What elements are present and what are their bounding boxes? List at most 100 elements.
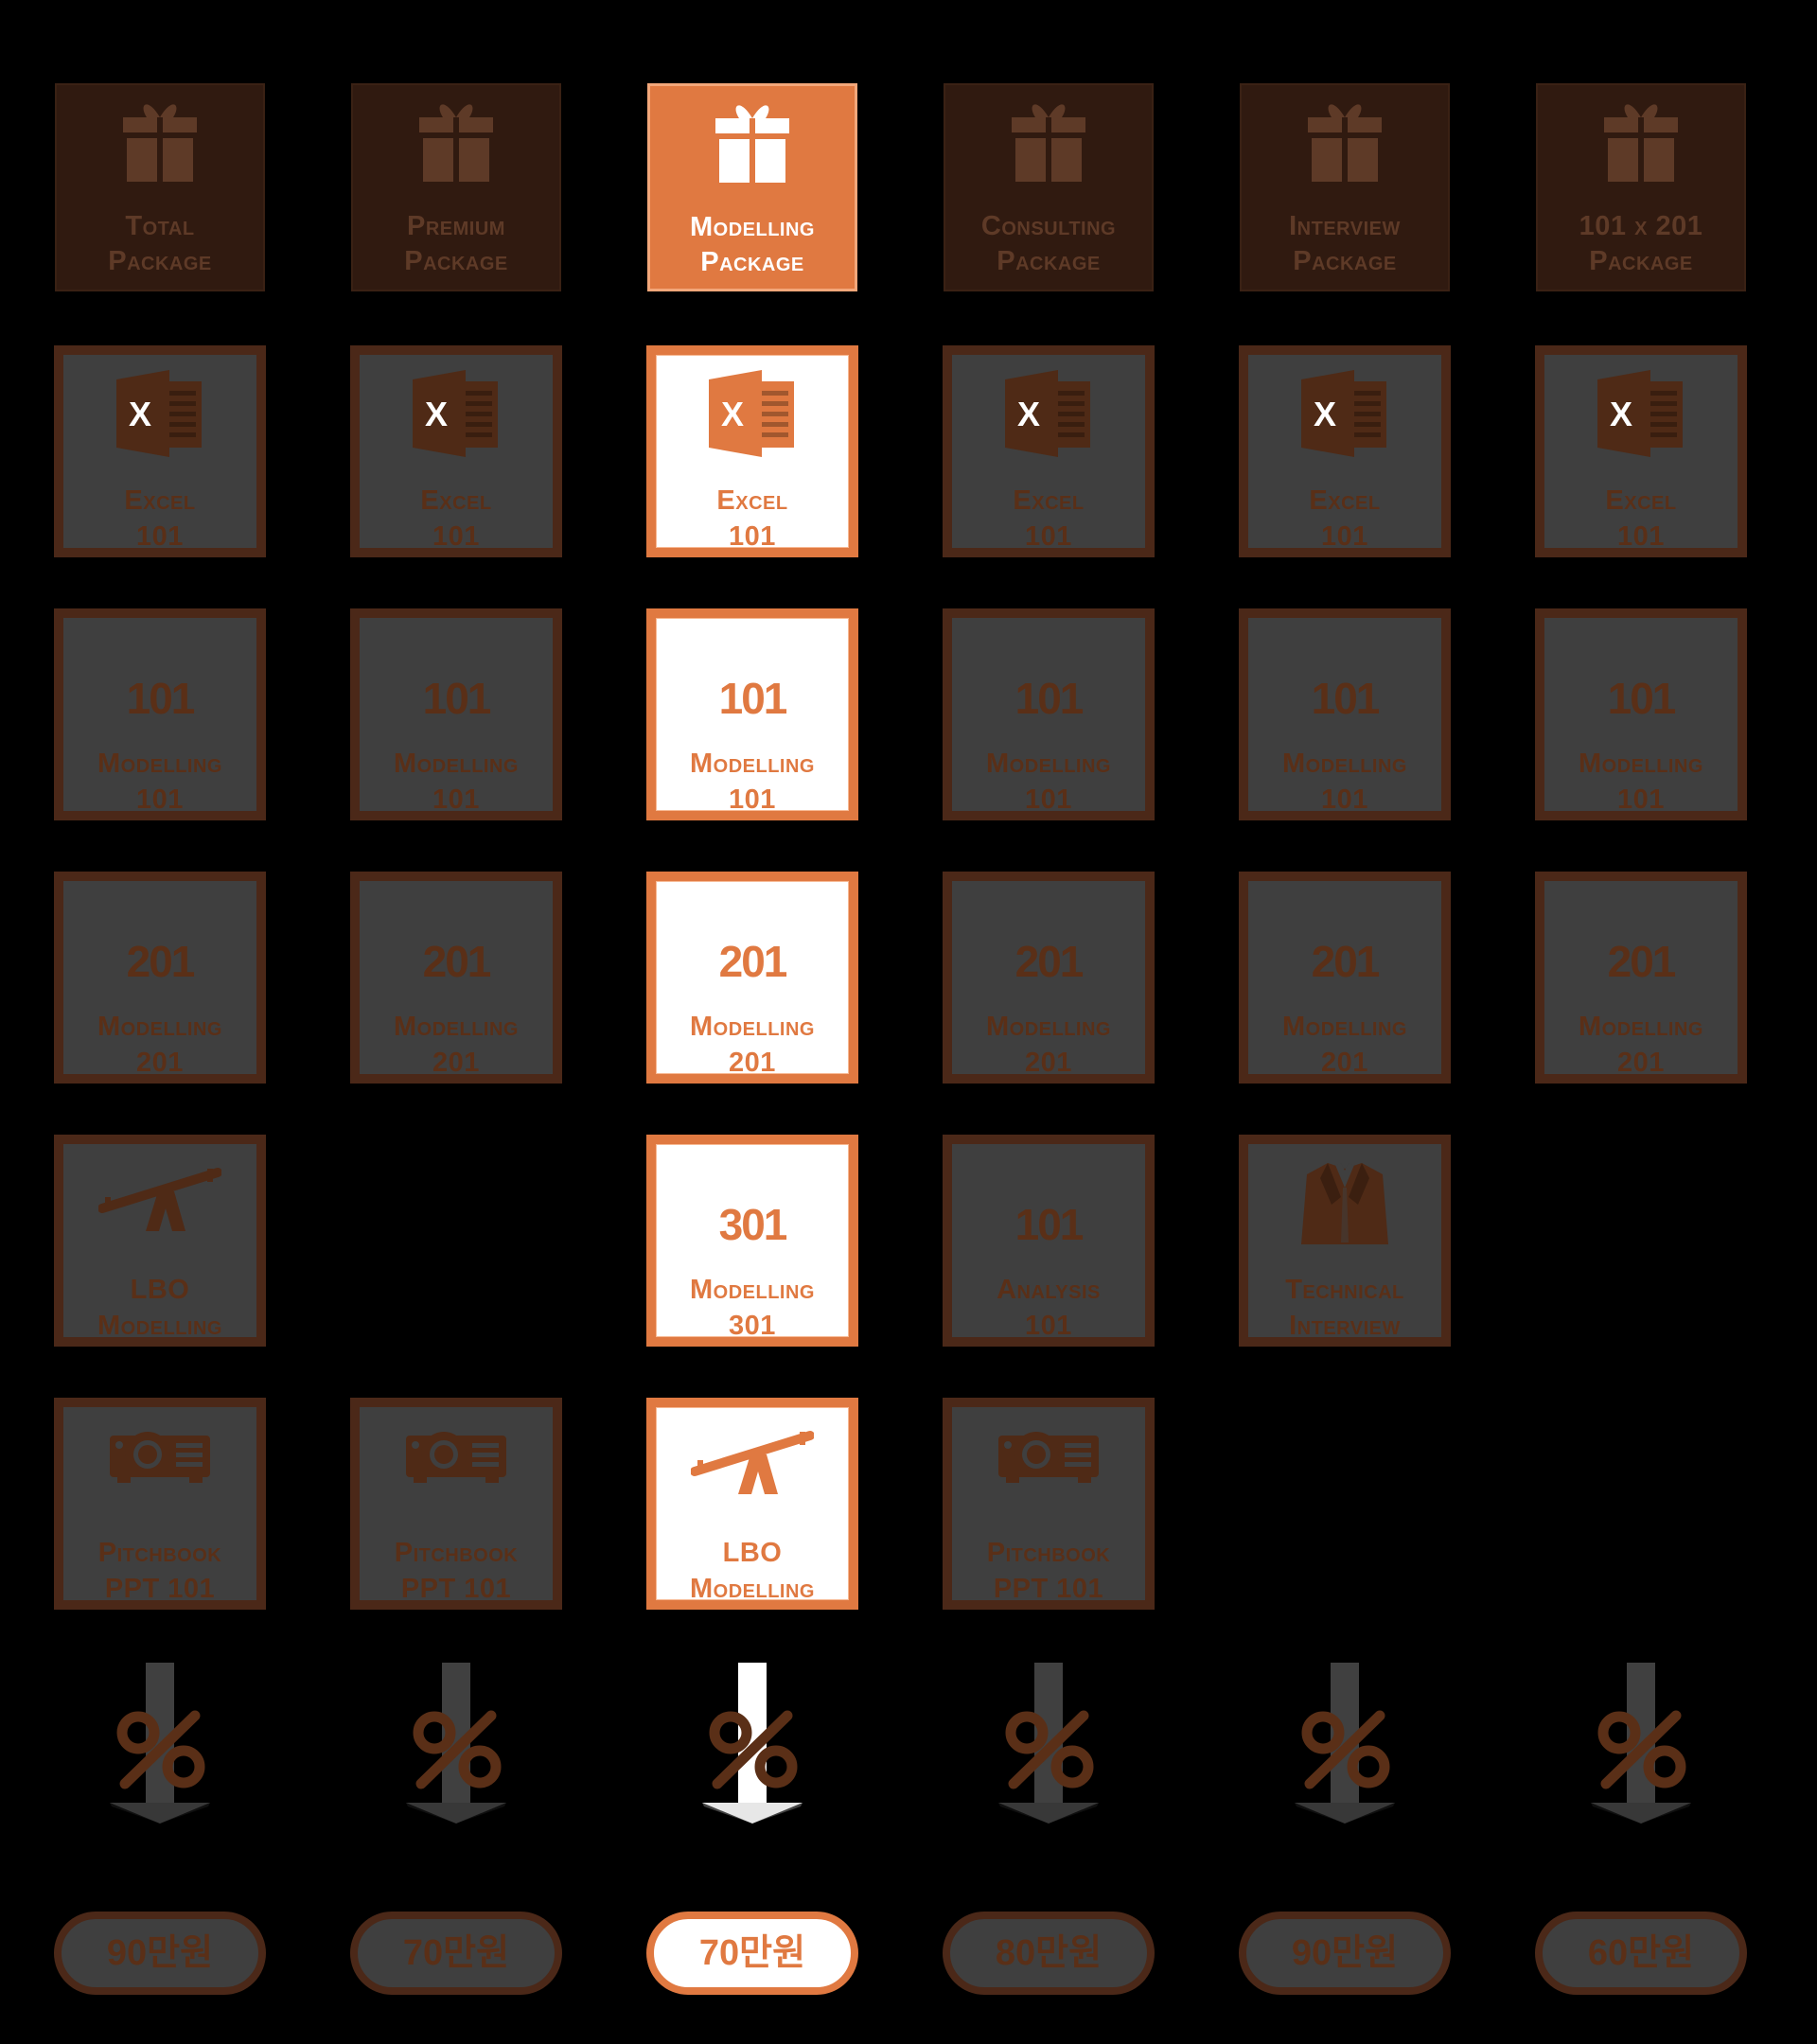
tile-title: Modelling [986,749,1111,779]
tile-title: Modelling [97,1012,222,1042]
tile-subtitle: Package [1589,246,1693,276]
tile-subtitle: Interview [1289,1311,1401,1341]
svg-text:X: X [1017,395,1040,433]
course-tile-modelling-5[interactable]: LBO Modelling [646,1398,858,1610]
percent-down-arrow-icon [110,1663,210,1824]
tile-subtitle: 201 [432,1048,480,1078]
tile-title: Pitchbook [394,1538,519,1568]
projector-icon [108,1422,212,1485]
tile-title: Premium [407,211,505,241]
gift-icon [1306,98,1384,185]
tile-title: Interview [1289,211,1401,241]
tile-title: Modelling [97,749,222,779]
tile-subtitle: 101 [1617,784,1665,815]
tile-subtitle: 101 [1321,784,1368,815]
tile-title: Modelling [986,1012,1111,1042]
tile-subtitle: 101 [136,784,184,815]
tile-title: Excel [124,485,196,516]
course-number: 101 [718,674,788,723]
tile-title: LBO [722,1538,783,1568]
tile-title: Modelling [1579,1012,1703,1042]
course-number: 201 [126,937,196,986]
price-button-total[interactable]: 90만원 [54,1912,266,1995]
tile-subtitle: 101 [729,521,776,552]
gift-icon [1010,98,1087,185]
tile-title: Technical [1285,1275,1404,1305]
gift-icon [714,99,791,186]
course-tile-total-1[interactable]: X Excel 101 [54,345,266,557]
tile-subtitle: Modelling [690,1574,815,1604]
tile-subtitle: 101 [136,521,184,552]
tile-subtitle: Package [404,246,508,276]
course-number: 101 [1014,674,1085,723]
percent-down-arrow-icon [1591,1663,1691,1824]
price-button-interview[interactable]: 90만원 [1239,1912,1451,1995]
tile-subtitle: 101 [1025,1311,1072,1341]
course-number: 201 [718,937,788,986]
tile-title: Modelling [690,1275,815,1305]
course-number: 201 [1311,937,1381,986]
tile-title: Modelling [1282,749,1407,779]
tile-title: Pitchbook [986,1538,1111,1568]
excel-icon: X [1299,370,1390,457]
excel-icon: X [1596,370,1686,457]
price-button-101x201[interactable]: 60만원 [1535,1912,1747,1995]
excel-icon: X [707,370,798,457]
projector-icon [404,1422,508,1485]
tile-subtitle: 101 [1321,521,1368,552]
price-button-modelling[interactable]: 70만원 [646,1912,858,1995]
tile-subtitle: 301 [729,1311,776,1341]
tile-subtitle: 201 [1025,1048,1072,1078]
course-number: 201 [422,937,492,986]
seesaw-icon [98,1159,221,1235]
course-number: 201 [1607,937,1677,986]
price-button-consulting[interactable]: 80만원 [943,1912,1155,1995]
tile-title: Excel [420,485,492,516]
tile-subtitle: 201 [1617,1048,1665,1078]
tile-title: Modelling [1579,749,1703,779]
course-number: 301 [718,1200,788,1249]
tile-title: Modelling [394,749,519,779]
course-number: 101 [1014,1200,1085,1249]
tile-subtitle: 101 [432,784,480,815]
course-number: 101 [126,674,196,723]
svg-text:X: X [721,395,744,433]
percent-down-arrow-icon [1295,1663,1395,1824]
excel-icon: X [115,370,205,457]
percent-down-arrow-icon [998,1663,1099,1824]
tile-subtitle: 101 [1025,521,1072,552]
tile-subtitle: 201 [1321,1048,1368,1078]
price-button-premium[interactable]: 70만원 [350,1912,562,1995]
tile-subtitle: Modelling [97,1311,222,1341]
